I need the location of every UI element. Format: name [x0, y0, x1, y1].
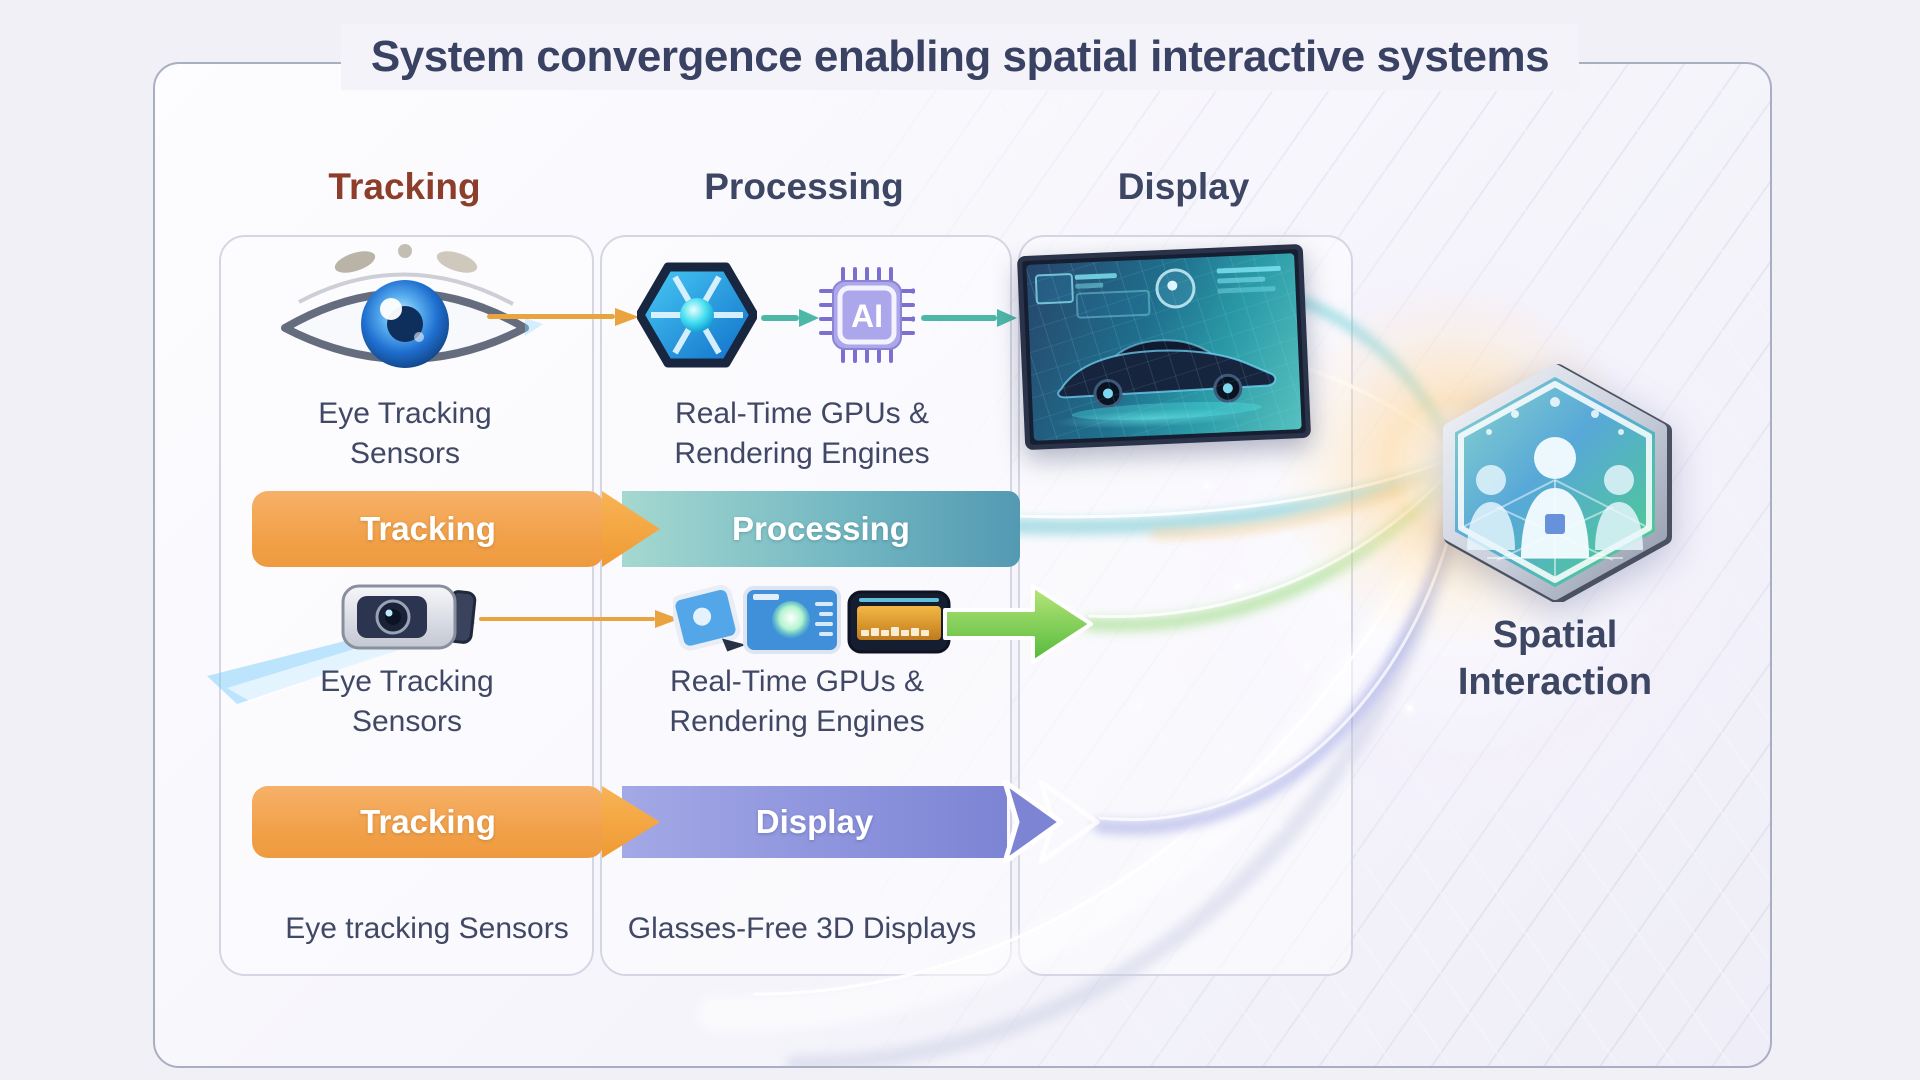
spatial-interaction-hexagon-icon [1443, 364, 1672, 602]
flow1-processing-label: Real-Time GPUs & Rendering Engines [674, 397, 930, 470]
arrow-eye-to-gpu [487, 308, 643, 326]
flow3-tracking-label: Eye tracking Sensors [285, 912, 569, 945]
display-devices-icons [673, 584, 951, 654]
green-output-arrow [943, 584, 1093, 664]
diagram-frame: Tracking Processing Display [153, 62, 1772, 1068]
band2-end-chevron [1002, 780, 1100, 864]
band1-processing-segment: Processing [622, 491, 1020, 567]
band1-tracking-segment: Tracking [252, 491, 604, 567]
render-engine-cube-icon [637, 262, 757, 368]
page-title: System convergence enabling spatial inte… [340, 24, 1580, 90]
processing-column-header: Processing [704, 166, 904, 207]
flow1-tracking-label: Eye Tracking Sensors [318, 397, 492, 470]
display-column-header: Display [1117, 166, 1250, 207]
flow2-processing-label: Real-Time GPUs & Rendering Engines [669, 665, 925, 738]
band2-tracking-segment: Tracking [252, 786, 604, 858]
spatial-interaction-label: Spatial Interaction [1457, 614, 1653, 703]
arrow-ai-to-display [921, 309, 1017, 327]
flow2-tracking-label: Eye Tracking Sensors [320, 665, 494, 738]
arrow-cube-to-ai [761, 309, 819, 327]
flow3-display-label: Glasses-Free 3D Displays [627, 912, 977, 945]
arrow-camera-to-devices [479, 610, 685, 628]
tracking-column-header: Tracking [328, 166, 481, 207]
monitor-3d-car-icon [1016, 243, 1312, 451]
monitor-screen [1026, 253, 1302, 441]
ai-chip-icon: AI [819, 267, 915, 363]
svg-text:AI: AI [851, 298, 883, 334]
tracking-camera-icon [341, 584, 477, 650]
eye-tracking-icon [281, 244, 543, 368]
car-silhouette [1057, 339, 1277, 420]
band2-display-segment: Display [622, 786, 1007, 858]
